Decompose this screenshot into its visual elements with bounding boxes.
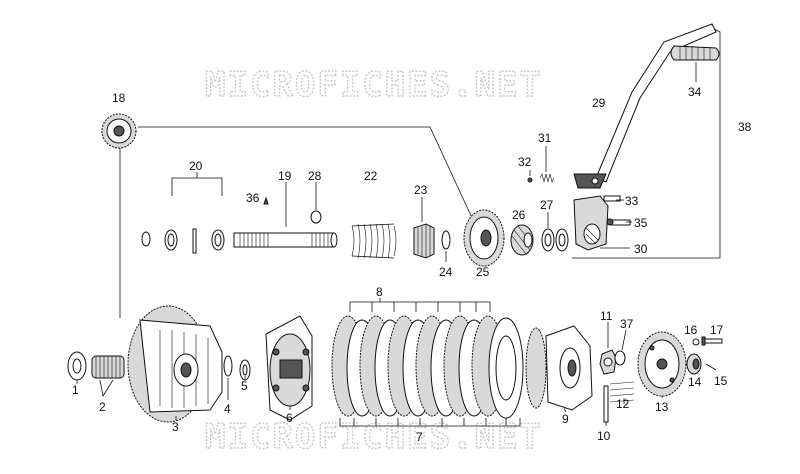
callout-15: 15	[714, 374, 728, 388]
leader-2	[99, 379, 114, 398]
clutch-cover-13	[637, 331, 687, 397]
callout-3: 3	[172, 420, 179, 434]
leader-18-to-25	[138, 126, 473, 219]
shaft-19	[233, 232, 338, 248]
bolt-33	[603, 195, 621, 202]
leader-9	[563, 407, 567, 413]
bearing-2	[91, 355, 125, 379]
callout-37: 37	[620, 317, 634, 331]
callout-24: 24	[439, 265, 453, 279]
washers-27	[541, 228, 569, 252]
rubber-34	[670, 45, 720, 61]
leader-37	[621, 329, 627, 351]
callout-36: 36	[246, 191, 260, 205]
watermark-bottom: MICROFICHES.NET	[205, 417, 542, 457]
pressure-plate-9	[525, 325, 593, 411]
clutch-hub-6	[265, 315, 313, 421]
gear-25	[463, 209, 505, 267]
washer-37	[614, 350, 626, 366]
callout-31: 31	[538, 131, 552, 145]
washer-20c	[211, 229, 225, 251]
callout-26: 26	[512, 208, 526, 222]
callout-20: 20	[189, 159, 203, 173]
bracket-20	[171, 177, 223, 196]
callout-17: 17	[710, 323, 724, 337]
spring-12	[609, 381, 635, 403]
callout-33: 33	[625, 194, 639, 208]
bolt-15	[705, 363, 717, 371]
callout-19: 19	[278, 169, 292, 183]
nut-11	[599, 349, 617, 375]
callout-27: 27	[540, 198, 554, 212]
callout-35: 35	[634, 216, 648, 230]
callout-1: 1	[72, 383, 79, 397]
callout-2: 2	[99, 400, 106, 414]
callout-18: 18	[112, 91, 126, 105]
watermark-top: MICROFICHES.NET	[205, 65, 542, 105]
pin-32	[527, 177, 533, 183]
pin-36	[263, 196, 269, 205]
gear-23	[413, 223, 435, 259]
clutch-housing-3	[127, 305, 223, 423]
washer-1	[67, 351, 87, 381]
callout-4: 4	[224, 402, 231, 416]
gear-18	[101, 113, 137, 149]
plug-14	[686, 353, 702, 375]
callout-14: 14	[688, 375, 702, 389]
callout-6: 6	[286, 411, 293, 425]
bracket-8-ticks	[371, 298, 477, 312]
callout-8: 8	[376, 285, 383, 299]
pushrod-10	[603, 385, 609, 423]
callout-28: 28	[308, 169, 322, 183]
callout-23: 23	[414, 183, 428, 197]
callout-32: 32	[518, 155, 532, 169]
boss-30	[573, 195, 609, 251]
washer-20a	[164, 229, 178, 251]
spring-31	[539, 173, 555, 183]
circlip-left	[141, 231, 151, 247]
callout-25: 25	[476, 265, 490, 279]
bracket-7	[339, 418, 521, 427]
frame-38	[572, 27, 721, 259]
clip-28	[310, 210, 322, 224]
bolt-17	[701, 336, 723, 346]
callout-5: 5	[241, 379, 248, 393]
callout-9: 9	[562, 412, 569, 426]
gear-26	[510, 224, 534, 256]
callout-16: 16	[684, 323, 698, 337]
bolt-35	[606, 218, 631, 226]
shim-20b	[192, 228, 197, 254]
callout-29: 29	[592, 96, 606, 110]
callout-13: 13	[655, 400, 669, 414]
bracket-7-ticks	[353, 418, 507, 426]
callout-10: 10	[597, 429, 611, 443]
callout-34: 34	[688, 85, 702, 99]
kick-lever-29	[573, 23, 717, 189]
callout-12: 12	[616, 397, 630, 411]
ring-24	[441, 230, 451, 250]
nut-16	[692, 338, 700, 346]
clutch-plate-stack	[331, 315, 524, 419]
spring-22	[351, 223, 397, 259]
callout-7: 7	[416, 430, 423, 444]
callout-11: 11	[600, 309, 613, 323]
spacer-4	[223, 355, 233, 377]
callout-30: 30	[634, 242, 648, 256]
callout-22: 22	[364, 169, 378, 183]
bracket-8	[349, 301, 491, 312]
callout-38: 38	[738, 120, 752, 134]
